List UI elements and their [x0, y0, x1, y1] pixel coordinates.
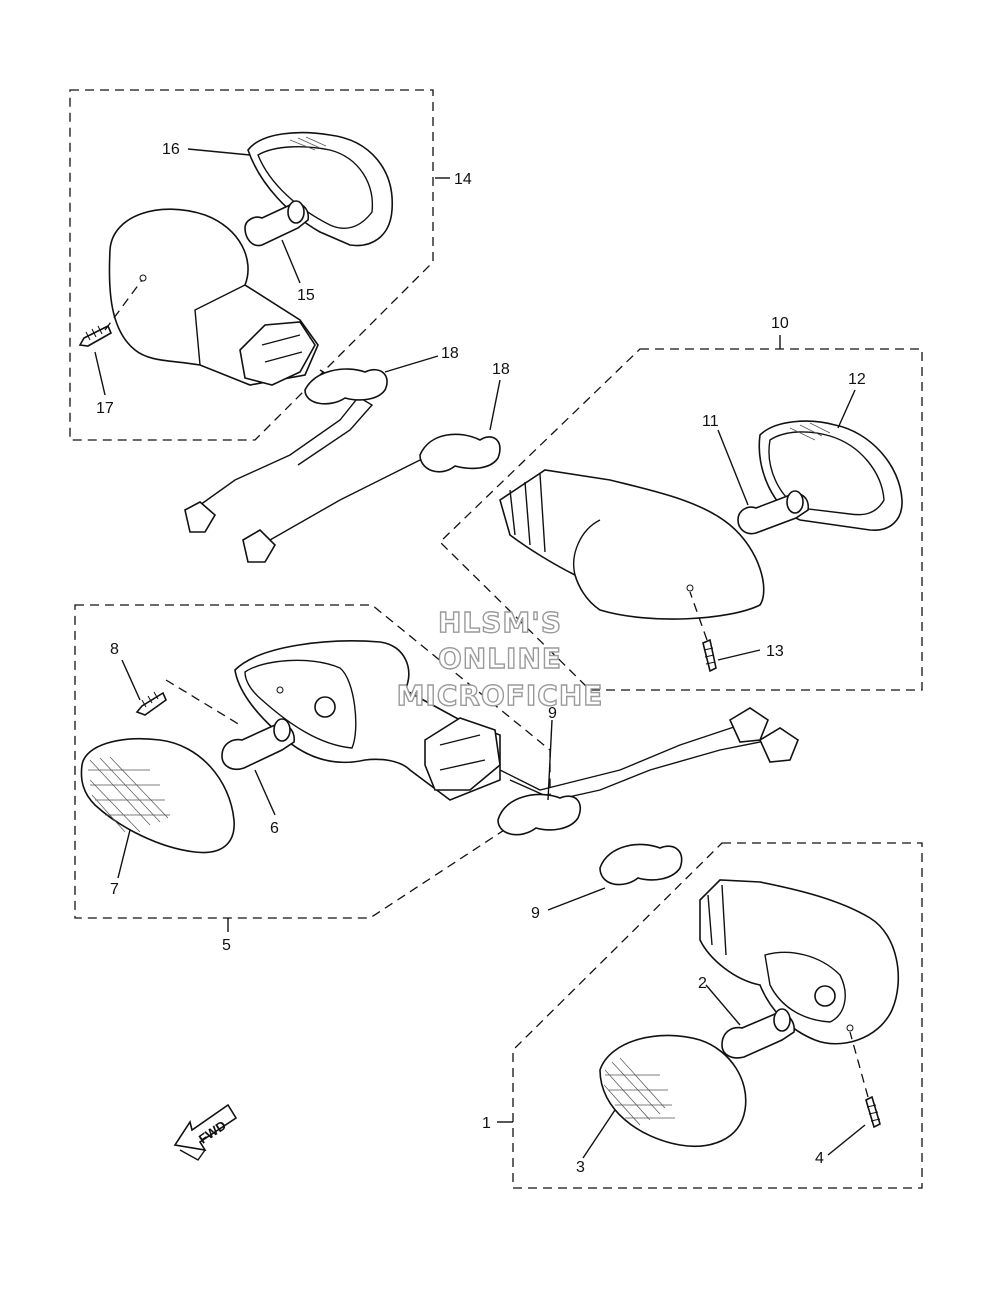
assembly-box-14: [69, 89, 434, 441]
flasher-body-10: [499, 469, 765, 620]
watermark-line-2: ONLINE: [438, 642, 562, 675]
callout-2: 2: [698, 975, 707, 992]
fwd-direction-arrow-icon: FWD: [173, 1103, 238, 1161]
flasher-assembly-10: [499, 420, 903, 673]
callout-14: 14: [454, 171, 472, 188]
flasher-socket-14: [239, 321, 316, 386]
lens-3: [599, 1034, 747, 1147]
flasher-assembly-1: [599, 879, 899, 1147]
callout-4: 4: [815, 1150, 824, 1167]
callout-9-lower: 9: [531, 905, 540, 922]
flasher-body-1: [699, 879, 899, 1045]
connector-mid-right-a: [728, 707, 769, 743]
flasher-socket-5: [424, 717, 501, 791]
watermark-line-3: MICROFICHE: [397, 679, 604, 712]
callout-12: 12: [848, 371, 866, 388]
wire-harness-middle: [499, 724, 741, 791]
callout-3: 3: [576, 1159, 585, 1176]
grommet-18-upper: [304, 368, 388, 405]
callout-5: 5: [222, 937, 231, 954]
grommet-9-lower: [599, 843, 683, 886]
flasher-assembly-5: [80, 640, 501, 854]
callout-9-upper: 9: [548, 705, 557, 722]
callout-10: 10: [771, 315, 789, 332]
callout-16: 16: [162, 141, 180, 158]
leader-lines: [94, 148, 866, 1159]
connector-upper-left: [184, 501, 217, 533]
callout-8: 8: [110, 641, 119, 658]
callout-7: 7: [110, 881, 119, 898]
connector-upper-mid: [242, 528, 277, 563]
watermark: HLSM'S ONLINE MICROFICHE: [396, 605, 604, 712]
grommet-9-upper: [497, 793, 582, 836]
callout-13: 13: [766, 643, 784, 660]
callout-17: 17: [96, 400, 114, 417]
screw-8: [135, 691, 167, 716]
callout-11: 11: [702, 413, 719, 430]
flasher-assembly-14: [78, 131, 393, 386]
grommet-18-lower: [419, 433, 501, 473]
assembly-box-1: [512, 842, 923, 1189]
callout-1: 1: [482, 1115, 491, 1132]
assembly-box-10: [439, 348, 923, 691]
callout-labels: 16 14 15 17 18 18 10 12 11 13 8 6 7 5 9 …: [96, 141, 866, 1176]
callout-6: 6: [270, 820, 279, 837]
callout-18-lower: 18: [492, 361, 510, 378]
connector-mid-right-b: [758, 727, 799, 763]
lens-7: [80, 737, 235, 854]
callout-18-upper: 18: [441, 345, 459, 362]
callout-15: 15: [297, 287, 315, 304]
watermark-line-1: HLSM'S: [438, 606, 562, 639]
